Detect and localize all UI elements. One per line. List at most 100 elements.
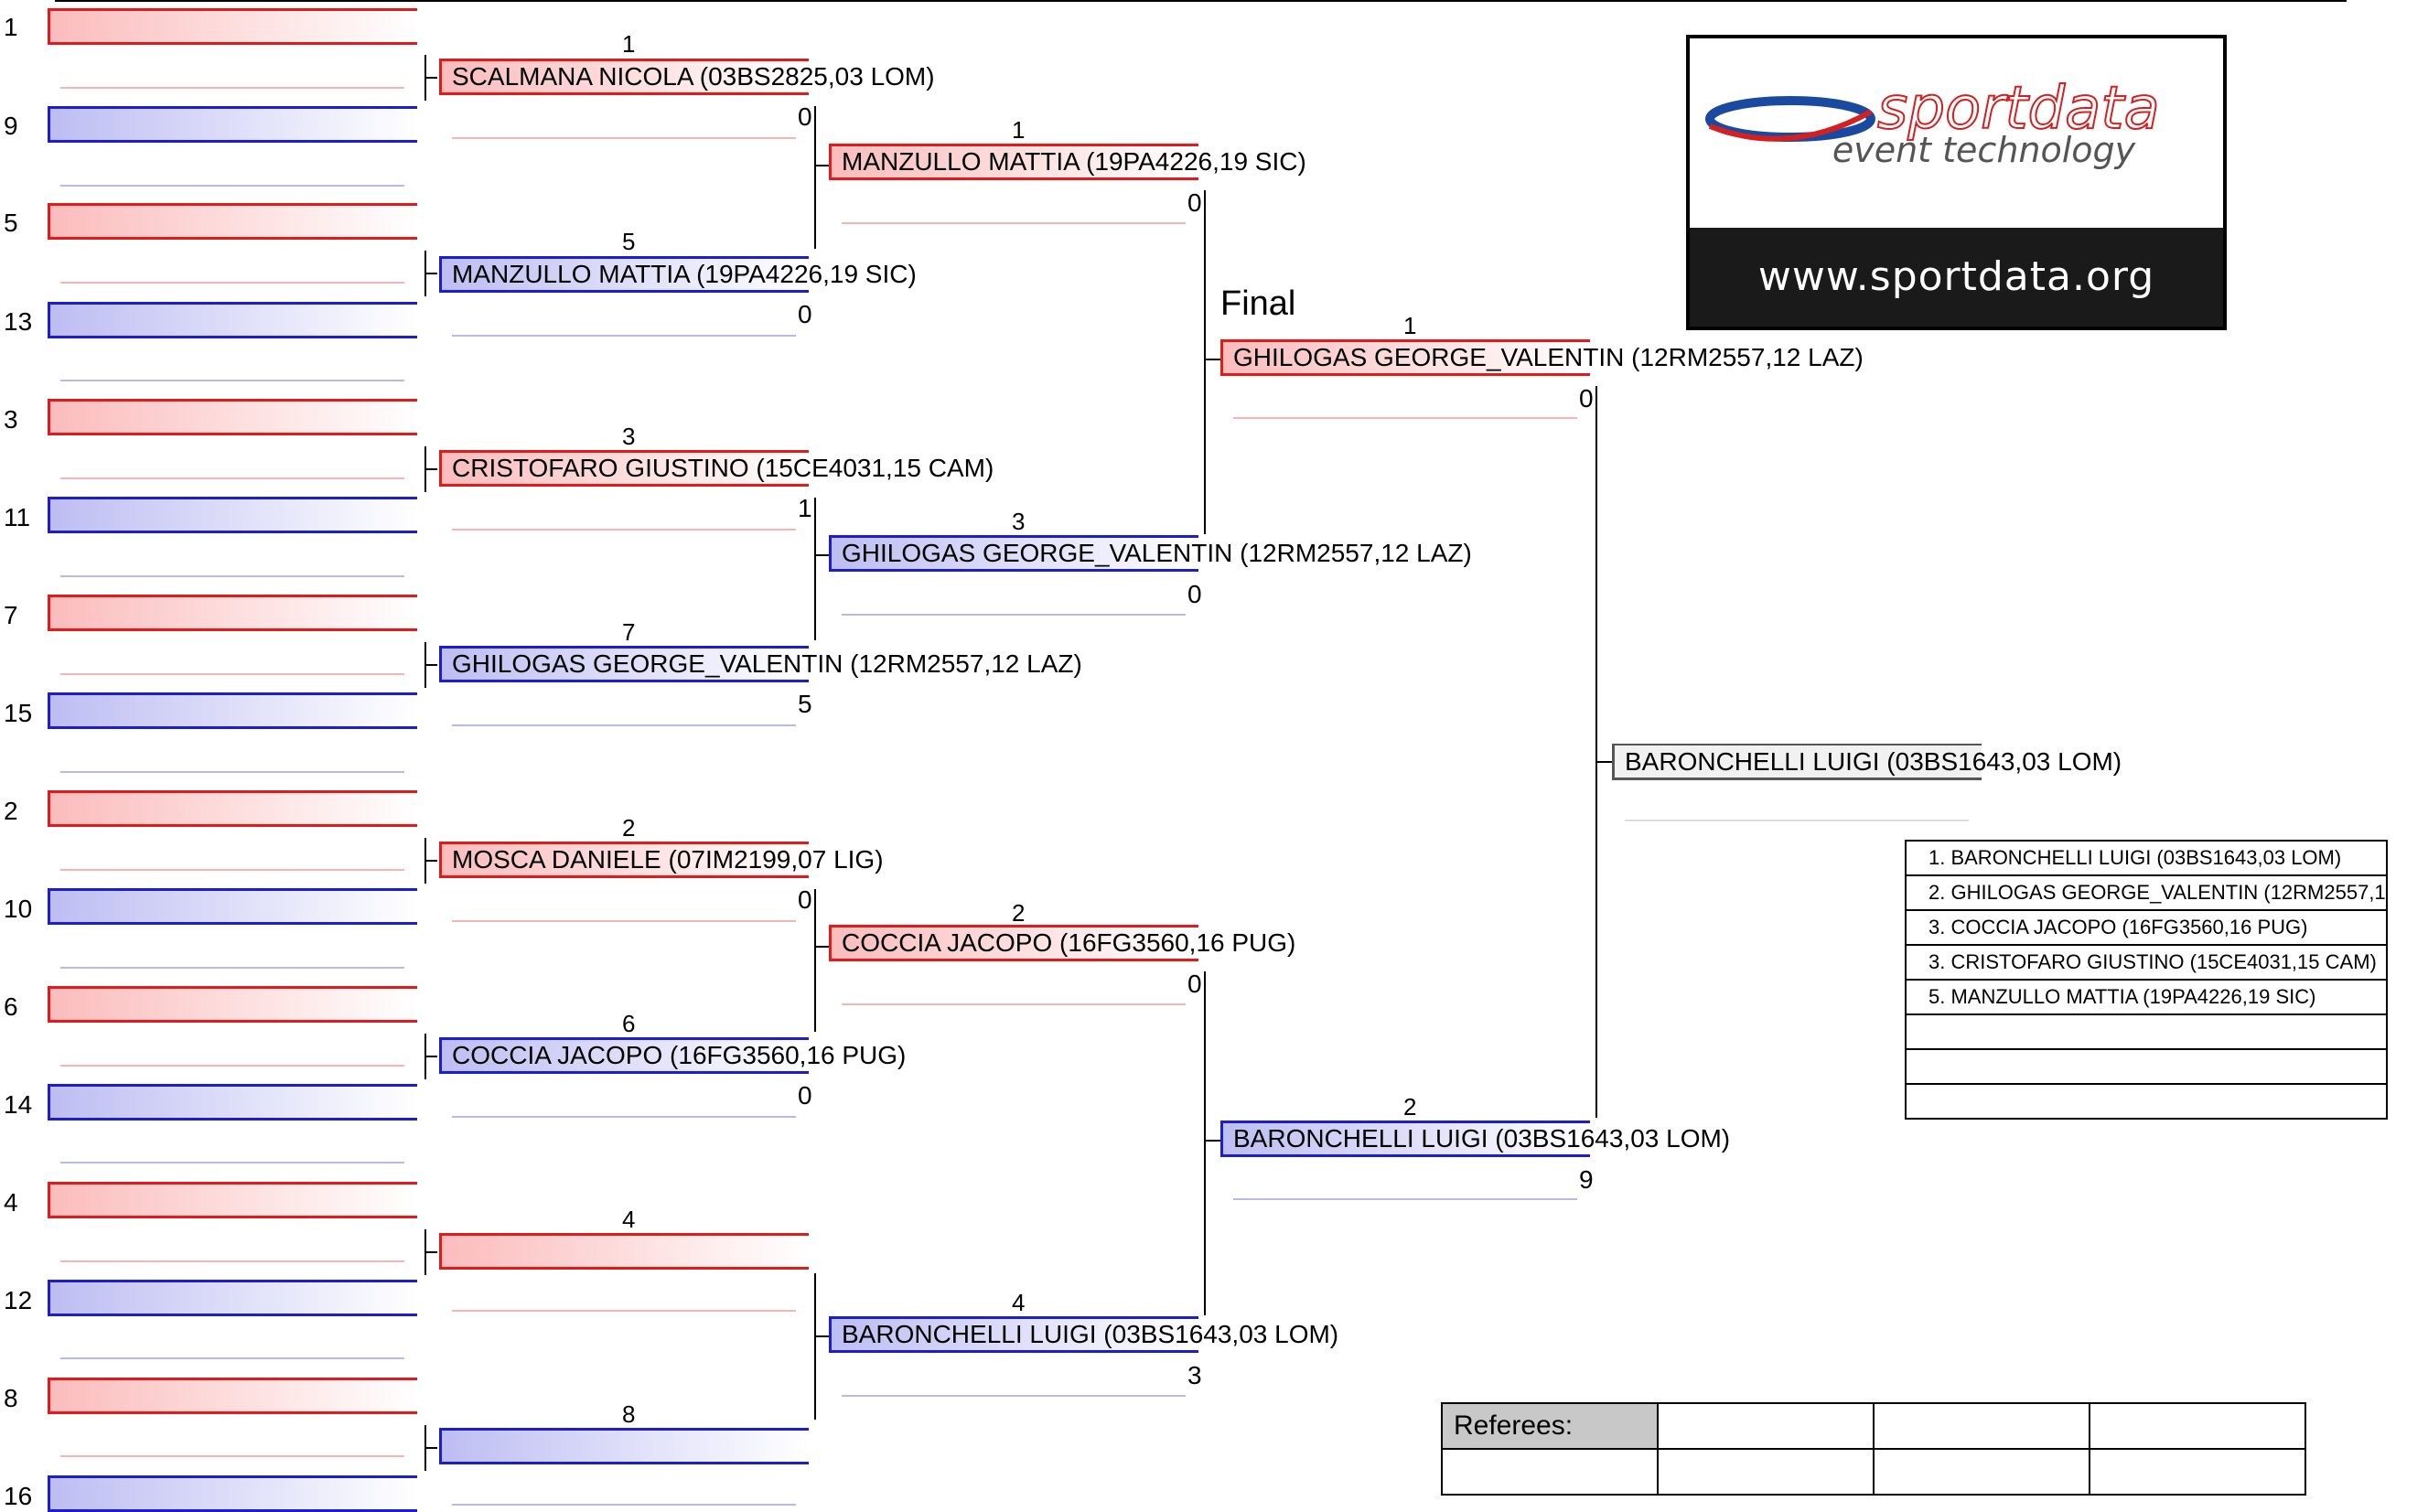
slot-underline <box>60 477 404 479</box>
match-number: 1 <box>622 30 636 58</box>
slot-underline <box>842 222 1186 224</box>
slot-underline <box>60 87 404 89</box>
referee-cell[interactable] <box>2089 1402 2306 1450</box>
seed-number: 12 <box>4 1286 33 1314</box>
seed-number: 4 <box>4 1188 18 1217</box>
seed-number: 2 <box>4 797 18 825</box>
bracket-connector <box>814 946 831 948</box>
bracket-connector <box>424 273 437 274</box>
slot-underline <box>452 1504 796 1506</box>
referee-cell[interactable] <box>1657 1448 1875 1496</box>
bracket-connector <box>424 77 437 79</box>
winner-slot[interactable] <box>1612 744 1982 780</box>
seed-number: 7 <box>4 601 18 629</box>
athlete-slot[interactable] <box>439 1428 809 1464</box>
bracket-connector <box>814 498 816 640</box>
seed-slot[interactable] <box>48 8 417 45</box>
athlete-name: COCCIA JACOPO (16FG3560,16 PUG) <box>452 1041 907 1069</box>
athlete-slot[interactable] <box>829 144 1198 180</box>
seed-slot[interactable] <box>48 986 417 1023</box>
referee-cell[interactable] <box>1873 1402 2090 1450</box>
bracket-connector <box>1204 1140 1220 1142</box>
referee-cell[interactable] <box>1657 1402 1875 1450</box>
match-number: 1 <box>1403 312 1417 339</box>
match-number: 8 <box>622 1400 636 1428</box>
bracket-connector <box>1204 190 1206 534</box>
seed-slot[interactable] <box>48 203 417 240</box>
seed-slot[interactable] <box>48 1378 417 1414</box>
athlete-name: SCALMANA NICOLA (03BS2825,03 LOM) <box>452 62 935 91</box>
athlete-slot[interactable] <box>439 646 809 682</box>
seed-number: 15 <box>4 699 33 727</box>
bracket-connector <box>1204 359 1220 360</box>
ranking-row <box>1905 1083 2388 1120</box>
logo-banner: sportdata event technology <box>1690 38 2223 231</box>
seed-slot[interactable] <box>48 1182 417 1218</box>
seed-number: 16 <box>4 1482 33 1510</box>
athlete-slot[interactable] <box>1220 1121 1590 1157</box>
seed-slot[interactable] <box>48 1475 417 1512</box>
seed-slot[interactable] <box>48 888 417 925</box>
match-score: 5 <box>798 690 812 718</box>
seed-number: 8 <box>4 1384 18 1412</box>
seed-slot[interactable] <box>48 106 417 143</box>
seed-slot[interactable] <box>48 1280 417 1316</box>
athlete-slot[interactable] <box>829 535 1198 572</box>
slot-underline <box>842 1395 1186 1397</box>
seed-slot[interactable] <box>48 497 417 533</box>
seed-number: 10 <box>4 895 33 923</box>
seed-slot[interactable] <box>48 692 417 729</box>
bracket-connector <box>1595 386 1597 1118</box>
slot-underline <box>60 967 404 969</box>
slot-underline <box>842 1003 1186 1005</box>
match-number: 1 <box>1012 116 1026 144</box>
seed-slot[interactable] <box>48 1084 417 1121</box>
slot-underline <box>1625 820 1969 821</box>
athlete-slot[interactable] <box>439 256 809 293</box>
athlete-slot[interactable] <box>439 842 809 878</box>
seed-number: 1 <box>4 13 18 41</box>
match-number: 4 <box>622 1206 636 1233</box>
match-score: 0 <box>798 102 812 131</box>
referee-cell[interactable] <box>1441 1448 1659 1496</box>
bracket-connector <box>814 106 816 249</box>
seed-number: 6 <box>4 992 18 1021</box>
logo-url[interactable]: www.sportdata.org <box>1690 228 2223 327</box>
match-score: 3 <box>1187 1361 1202 1389</box>
match-number: 2 <box>622 814 636 842</box>
athlete-slot[interactable] <box>439 1037 809 1074</box>
slot-underline <box>60 1260 404 1262</box>
slot-underline <box>452 137 796 139</box>
athlete-slot[interactable] <box>439 59 809 95</box>
slot-underline <box>60 869 404 871</box>
ranking-row: 5. MANZULLO MATTIA (19PA4226,19 SIC) <box>1905 979 2388 1015</box>
bracket-connector <box>1595 761 1612 763</box>
bracket-connector <box>1204 971 1206 1315</box>
athlete-name: COCCIA JACOPO (16FG3560,16 PUG) <box>842 928 1296 957</box>
match-score: 1 <box>798 494 812 522</box>
match-score: 0 <box>1187 580 1202 608</box>
match-score: 0 <box>798 885 812 914</box>
athlete-slot[interactable] <box>829 925 1198 961</box>
athlete-slot[interactable] <box>439 450 809 487</box>
bracket-connector <box>424 1251 437 1253</box>
seed-slot[interactable] <box>48 302 417 338</box>
seed-number: 13 <box>4 307 33 336</box>
slot-underline <box>60 1357 404 1359</box>
athlete-slot[interactable] <box>439 1233 809 1270</box>
bracket-connector <box>814 1273 816 1420</box>
match-score: 0 <box>1579 384 1594 413</box>
bracket-connector <box>814 1335 831 1337</box>
referee-cell[interactable] <box>2089 1448 2306 1496</box>
seed-number: 9 <box>4 112 18 140</box>
ranking-row: 3. COCCIA JACOPO (16FG3560,16 PUG) <box>1905 909 2388 946</box>
athlete-slot[interactable] <box>829 1316 1198 1353</box>
slot-underline <box>60 1455 404 1457</box>
slot-underline <box>60 1162 404 1163</box>
seed-slot[interactable] <box>48 399 417 435</box>
athlete-slot[interactable] <box>1220 339 1590 376</box>
seed-slot[interactable] <box>48 790 417 827</box>
seed-slot[interactable] <box>48 595 417 631</box>
referee-cell[interactable] <box>1873 1448 2090 1496</box>
ranking-row <box>1905 1048 2388 1085</box>
